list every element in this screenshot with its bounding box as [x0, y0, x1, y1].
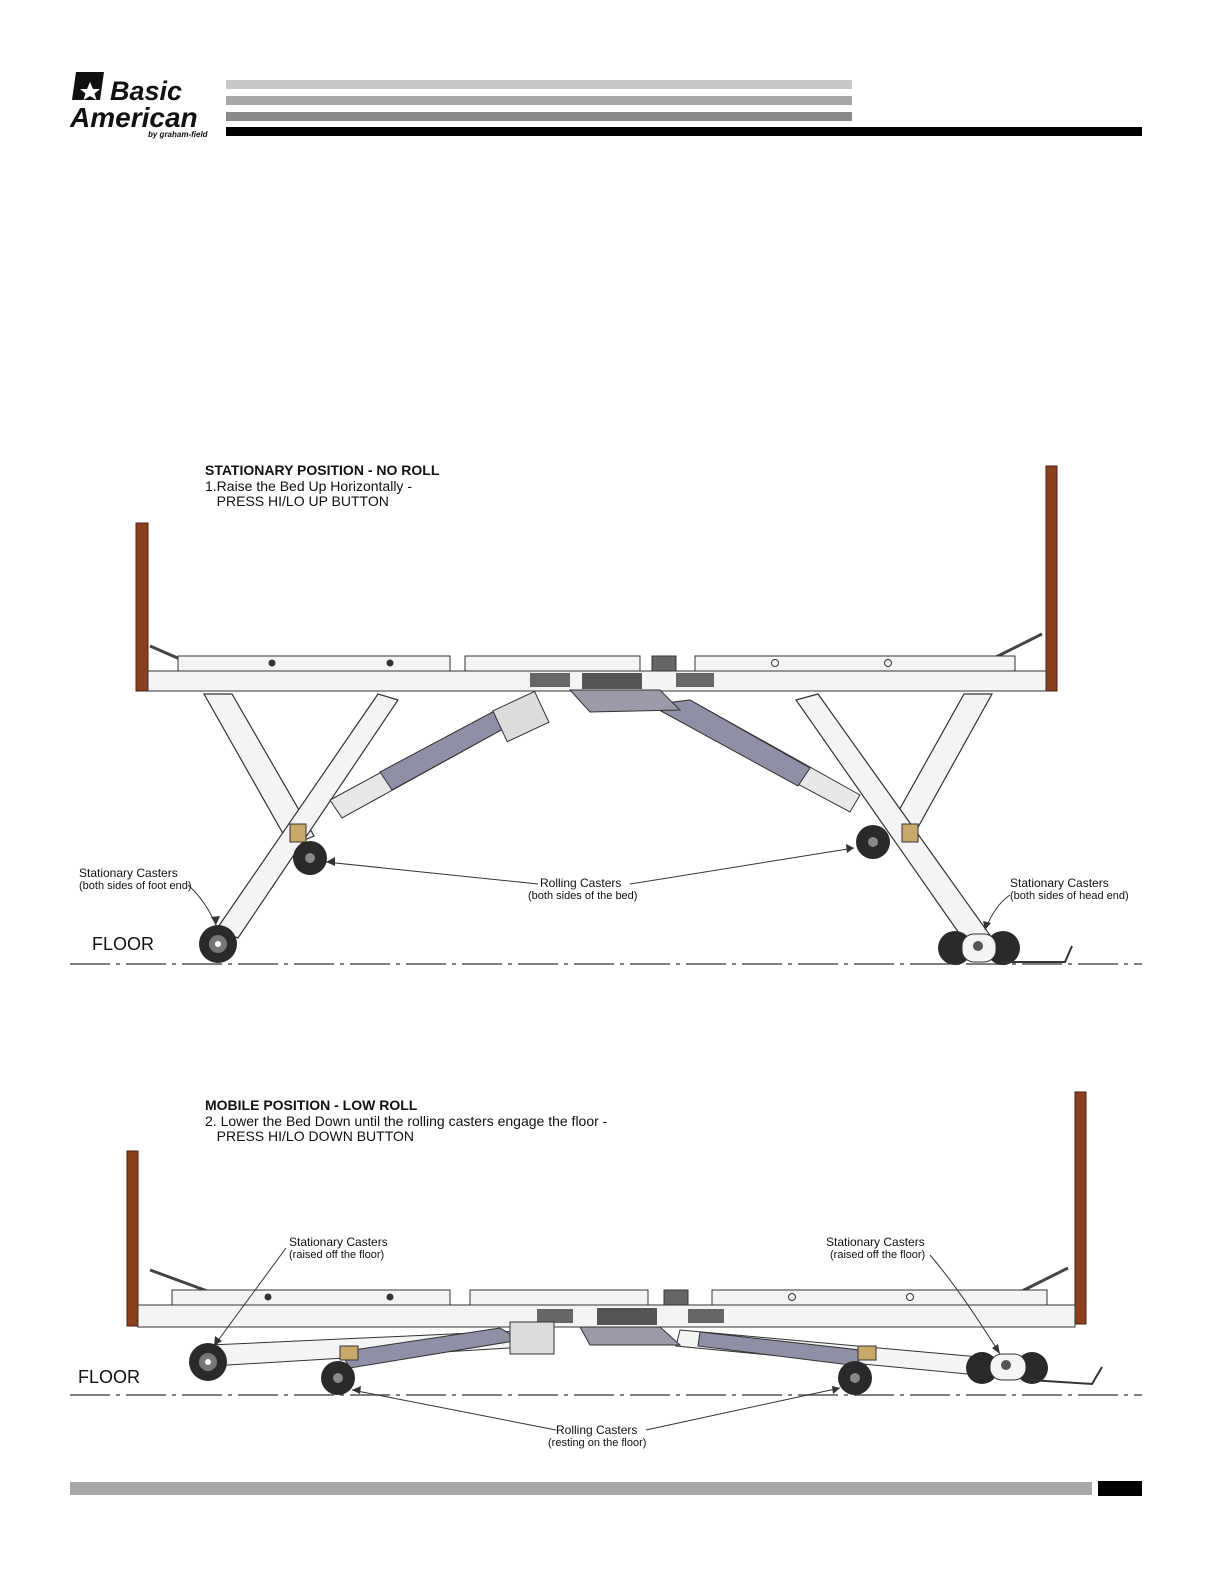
floor-label-mobile: FLOOR: [78, 1367, 141, 1387]
bed-diagram-mobile: [70, 1091, 1142, 1431]
bed-deck: [177, 655, 451, 672]
label-stationary-casters-right-sub: (raised off the floor): [830, 1249, 926, 1261]
star-icon: [80, 82, 100, 100]
label-stationary-casters-left-sub: (raised off the floor): [289, 1249, 385, 1261]
svg-text:Basic: Basic: [110, 76, 182, 106]
label-rolling-casters-mobile-sub: (resting on the floor): [548, 1437, 647, 1449]
stationary-caster-right-a: [966, 1352, 998, 1384]
footer-bar: [70, 1482, 1092, 1495]
headboard: [1074, 1091, 1087, 1325]
bed-deck: [171, 1289, 451, 1306]
label-stationary-casters-head: Stationary Casters: [1010, 876, 1109, 890]
label-stationary-casters-left: Stationary Casters: [289, 1235, 388, 1249]
label-stationary-casters-right: Stationary Casters: [826, 1235, 925, 1249]
label-stationary-casters-head-sub: (both sides of head end): [1010, 890, 1129, 902]
svg-text:American: American: [70, 102, 198, 133]
label-stationary-casters-foot: Stationary Casters: [79, 866, 178, 880]
mobile-title: MOBILE POSITION - LOW ROLL: [205, 1097, 418, 1113]
header-rule: [226, 127, 1142, 136]
footboard: [126, 1150, 139, 1327]
header-stripe-mid: [226, 96, 852, 105]
header-stripe-dark: [226, 112, 852, 121]
header-stripe-light: [226, 80, 852, 89]
mobile-step-line2: PRESS HI/LO DOWN BUTTON: [205, 1128, 414, 1144]
basic-american-logo: Basic American by graham-field: [70, 72, 209, 139]
label-stationary-casters-foot-sub: (both sides of foot end): [79, 880, 192, 892]
floor-label-stationary: FLOOR: [92, 934, 155, 954]
bed-diagram-stationary: [70, 465, 1142, 965]
mobile-step-line1: 2. Lower the Bed Down until the rolling …: [205, 1113, 608, 1129]
label-rolling-casters: Rolling Casters: [540, 876, 622, 890]
svg-text:by graham-field: by graham-field: [148, 130, 209, 139]
stationary-step-line2: PRESS HI/LO UP BUTTON: [205, 493, 389, 509]
stationary-title: STATIONARY POSITION - NO ROLL: [205, 462, 440, 478]
footer-page-box: [1098, 1481, 1142, 1496]
label-rolling-casters-sub: (both sides of the bed): [528, 890, 638, 902]
stationary-step-line1: 1.Raise the Bed Up Horizontally -: [205, 478, 412, 494]
footboard: [135, 522, 149, 692]
headboard: [1045, 465, 1058, 692]
label-rolling-casters-mobile: Rolling Casters: [556, 1423, 638, 1437]
